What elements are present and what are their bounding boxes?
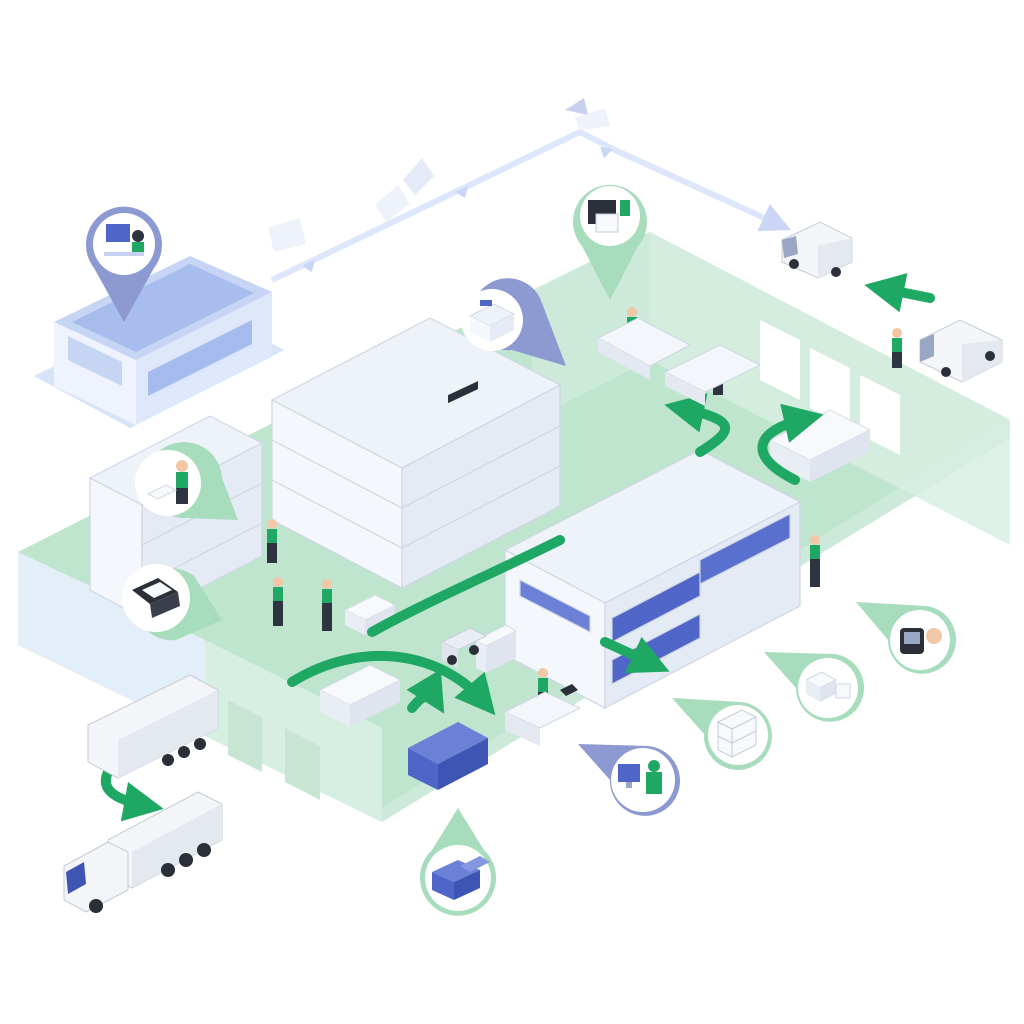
office-building xyxy=(34,256,284,428)
truck-trailer xyxy=(87,674,219,779)
pin-operator-workstation[interactable] xyxy=(578,744,680,816)
pin-pallets[interactable] xyxy=(420,808,496,916)
shelving-icon xyxy=(716,709,758,758)
pin-handheld-terminal[interactable] xyxy=(856,602,956,674)
worker xyxy=(322,579,332,631)
information-flow-line xyxy=(270,129,791,283)
pin-label-printer[interactable] xyxy=(572,184,647,300)
goods-flow-arrows xyxy=(101,273,935,822)
handheld-terminal-icon xyxy=(900,628,942,654)
pallet-stack xyxy=(408,722,488,790)
pin-warehouse-zone[interactable] xyxy=(461,278,566,366)
boxes-icon xyxy=(804,671,851,702)
forklift xyxy=(440,381,488,668)
worker xyxy=(892,328,902,368)
worker-picking-icon xyxy=(146,460,188,504)
floating-documents xyxy=(268,98,610,252)
pin-office-computer[interactable] xyxy=(85,206,162,322)
pin-barcode-scanner[interactable] xyxy=(122,564,222,641)
truck-main xyxy=(63,791,223,913)
worker xyxy=(267,519,277,563)
delivery-van-right xyxy=(919,319,1003,383)
pin-boxes[interactable] xyxy=(764,652,864,722)
pin-worker-picking[interactable] xyxy=(135,442,238,520)
label-printer-icon xyxy=(588,200,630,233)
office-computer-icon xyxy=(104,224,144,256)
box-stacks xyxy=(318,409,872,727)
pin-shelving[interactable] xyxy=(672,698,772,770)
warehouse-zone-icon xyxy=(468,300,516,342)
worker xyxy=(273,577,283,626)
delivery-van-top xyxy=(781,221,853,279)
worker xyxy=(810,535,820,587)
packing-stations xyxy=(503,317,762,746)
barcode-scanner-icon xyxy=(132,578,180,618)
pallets-icon xyxy=(432,856,490,900)
operator-workstation-icon xyxy=(618,760,662,794)
